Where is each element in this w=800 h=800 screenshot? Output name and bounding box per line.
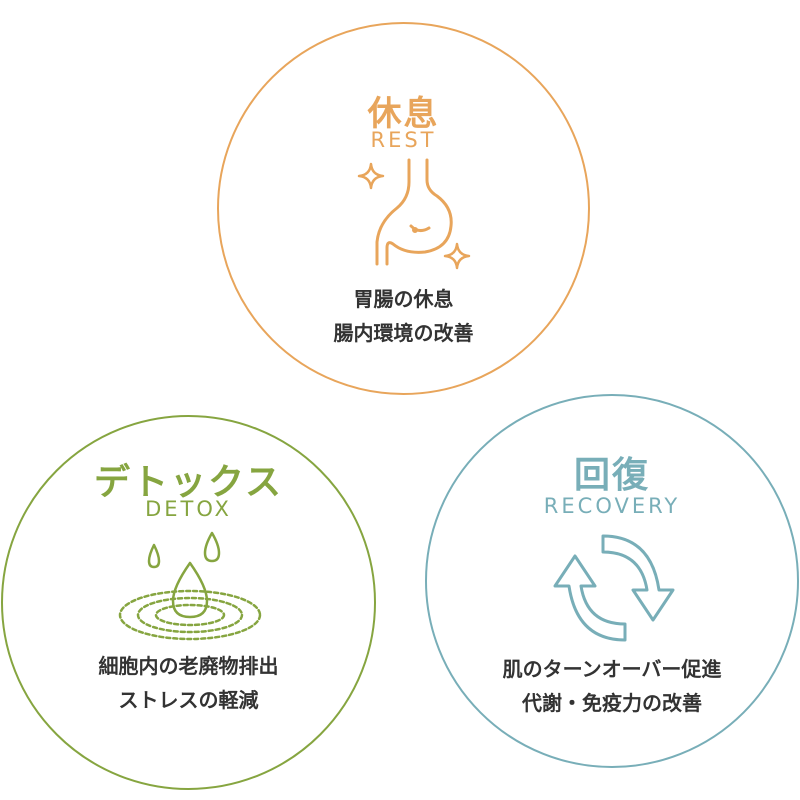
- stomach-icon: [357, 158, 471, 270]
- detox-line-2: ストレスの軽減: [118, 688, 259, 712]
- rest-line-1: 胃腸の休息: [353, 287, 454, 311]
- recovery-title: 回復: [573, 455, 650, 496]
- recovery-line-2: 代謝・免疫力の改善: [522, 691, 702, 715]
- detox-circle: デトックス DETOX 細胞内の老廃物排出 ストレスの軽減: [1, 415, 376, 790]
- cycle-arrows-icon: [553, 534, 675, 642]
- recovery-line-1: 肌のターンオーバー促進: [502, 657, 722, 681]
- detox-title: デトックス: [94, 462, 283, 503]
- detox-subtitle: DETOX: [145, 497, 232, 521]
- water-drops-icon: [118, 531, 262, 641]
- rest-line-2: 腸内環境の改善: [333, 321, 474, 345]
- rest-circle: 休息 REST 胃腸の休息 腸内環境の改善: [217, 22, 590, 395]
- rest-title: 休息: [367, 94, 440, 134]
- recovery-subtitle: RECOVERY: [543, 494, 681, 518]
- recovery-circle: 回復 RECOVERY 肌のターンオーバー促進 代謝・免疫力の改善: [425, 394, 799, 768]
- detox-line-1: 細胞内の老廃物排出: [98, 654, 279, 678]
- rest-subtitle: REST: [370, 128, 437, 152]
